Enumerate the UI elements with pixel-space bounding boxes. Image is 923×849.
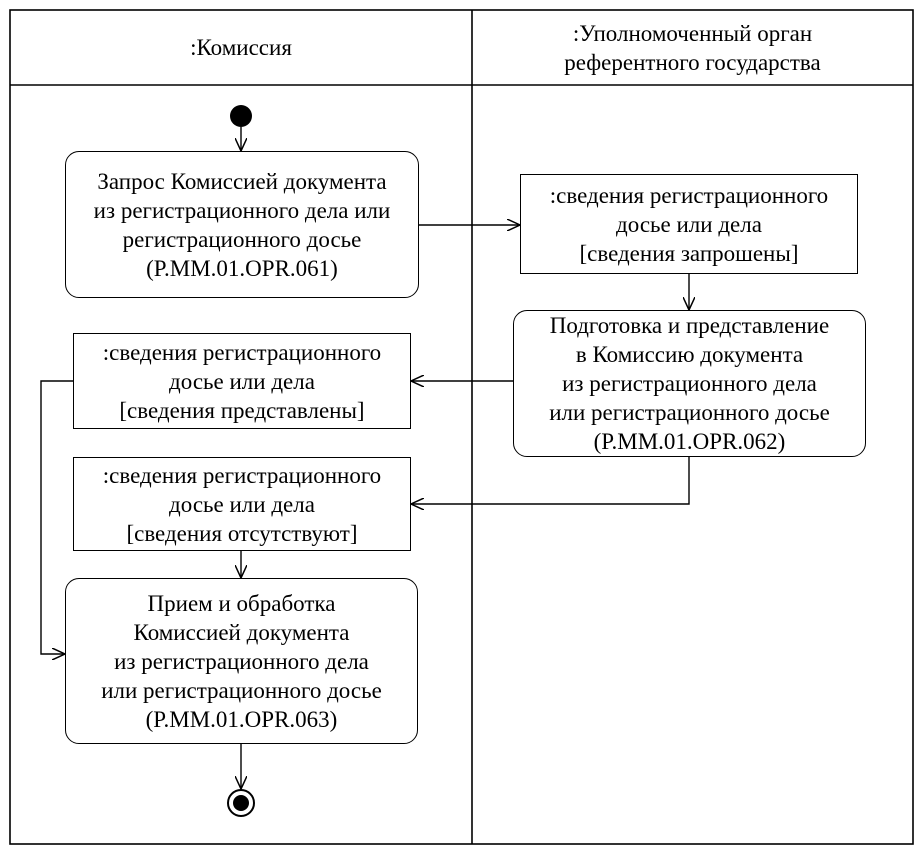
object-label: :сведения регистрационного досье или дел… (102, 462, 382, 546)
swimlane-title: :Комиссия (190, 35, 292, 60)
swimlane-title: :Уполномоченный орган референтного госуд… (564, 20, 821, 75)
action-label: Запрос Комиссией документа из регистраци… (93, 168, 391, 281)
object-info-requested: :сведения регистрационного досье или дел… (520, 174, 858, 274)
action-request-document: Запрос Комиссией документа из регистраци… (65, 151, 419, 298)
flow-object-provided-to-receive (40, 380, 73, 654)
action-label: Прием и обработка Комиссией документа из… (101, 590, 382, 732)
action-prepare-document: Подготовка и представление в Комиссию до… (513, 310, 866, 457)
object-label: :сведения регистрационного досье или дел… (102, 339, 382, 423)
initial-node (230, 105, 252, 127)
object-info-provided: :сведения регистрационного досье или дел… (73, 333, 411, 429)
swimlane-header-commission: :Комиссия (10, 10, 472, 85)
diagram-frame (9, 9, 914, 845)
final-node-inner (233, 795, 249, 811)
flow-prepare-to-object-absent (411, 457, 690, 504)
swimlane-header-authority: :Уполномоченный орган референтного госуд… (472, 10, 913, 85)
object-label: :сведения регистрационного досье или дел… (549, 182, 829, 266)
action-label: Подготовка и представление в Комиссию до… (549, 313, 830, 454)
object-info-absent: :сведения регистрационного досье или дел… (73, 457, 411, 551)
action-receive-document: Прием и обработка Комиссией документа из… (65, 578, 418, 744)
